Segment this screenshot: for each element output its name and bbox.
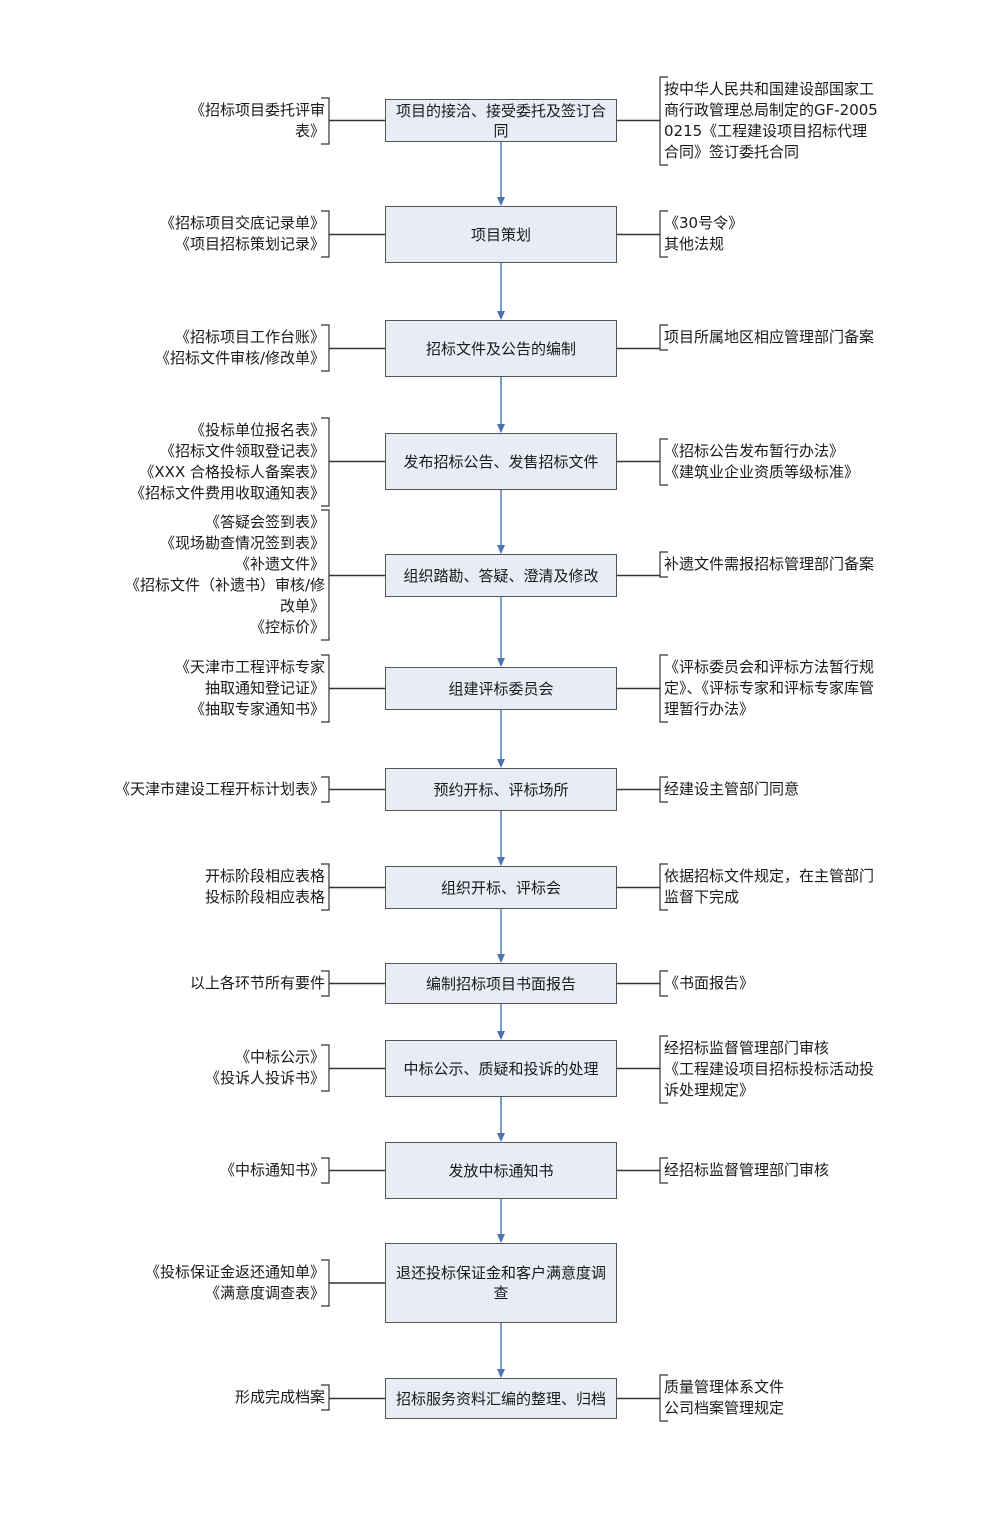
right-note-6: 《评标委员会和评标方法暂行规定》、《评标专家和评标专家库管理暂行办法》 <box>664 657 878 720</box>
left-note-line: 《招标项目交底记录单》 <box>159 214 325 232</box>
left-note-9: 以上各环节所有要件 <box>160 973 325 994</box>
left-note-line: 《招标文件领取登记表》 <box>159 442 325 460</box>
step-label-9: 编制招标项目书面报告 <box>425 974 576 993</box>
step-label-6: 组建评标委员会 <box>448 679 554 698</box>
right-note-line: 按中华人民共和国建设部国家工商行政管理总局制定的GF-20050215《工程建设… <box>664 80 878 161</box>
left-note-13: 形成完成档案 <box>170 1387 325 1408</box>
right-note-line: 《建筑业企业资质等级标准》 <box>664 463 860 481</box>
right-note-10: 经招标监督管理部门审核 《工程建设项目招标投标活动投诉处理规定》 <box>664 1038 878 1101</box>
step-label-11: 发放中标通知书 <box>448 1161 554 1180</box>
right-note-line: 经招标监督管理部门审核 <box>664 1039 830 1057</box>
right-note-line: 《评标委员会和评标方法暂行规定》、《评标专家和评标专家库管理暂行办法》 <box>664 658 875 718</box>
right-note-line: 《工程建设项目招标投标活动投诉处理规定》 <box>664 1060 875 1099</box>
right-note-line: 经建设主管部门同意 <box>664 780 800 798</box>
right-note-9: 《书面报告》 <box>664 973 864 994</box>
left-note-11: 《中标通知书》 <box>170 1160 325 1181</box>
step-box-7: 预约开标、评标场所 <box>385 768 617 811</box>
step-box-9: 编制招标项目书面报告 <box>385 963 617 1004</box>
right-note-line: 《书面报告》 <box>664 974 755 992</box>
left-bracket <box>321 1384 330 1411</box>
right-note-line: 经招标监督管理部门审核 <box>664 1161 830 1179</box>
right-note-line: 补遗文件需报招标管理部门备案 <box>664 555 875 573</box>
right-note-line: 项目所属地区相应管理部门备案 <box>664 328 875 346</box>
right-note-line: 公司档案管理规定 <box>664 1399 785 1417</box>
step-box-11: 发放中标通知书 <box>385 1142 617 1199</box>
left-note-line: 《投诉人投诉书》 <box>204 1069 325 1087</box>
left-note-line: 《答疑会签到表》 <box>204 513 325 531</box>
left-note-5: 《答疑会签到表》 《现场勘查情况签到表》 《补遗文件》 《招标文件（补遗书）审核… <box>120 512 325 638</box>
step-box-4: 发布招标公告、发售招标文件 <box>385 433 617 490</box>
step-box-3: 招标文件及公告的编制 <box>385 320 617 377</box>
left-note-line: 《满意度调查表》 <box>204 1284 325 1302</box>
step-label-7: 预约开标、评标场所 <box>433 780 569 799</box>
step-label-13: 招标服务资料汇编的整理、归档 <box>395 1389 606 1408</box>
left-note-line: 《投标保证金返还通知单》 <box>144 1263 325 1281</box>
left-note-line: 以上各环节所有要件 <box>189 974 325 992</box>
step-label-4: 发布招标公告、发售招标文件 <box>403 452 599 471</box>
step-box-12: 退还投标保证金和客户满意度调查 <box>385 1243 617 1323</box>
step-label-5: 组织踏勘、答疑、澄清及修改 <box>403 566 599 585</box>
left-note-10: 《中标公示》 《投诉人投诉书》 <box>170 1047 325 1089</box>
step-label-10: 中标公示、质疑和投诉的处理 <box>403 1059 599 1078</box>
step-label-3: 招标文件及公告的编制 <box>425 339 576 358</box>
right-note-5: 补遗文件需报招标管理部门备案 <box>664 554 876 575</box>
left-note-line: 《抽取专家通知书》 <box>189 700 325 718</box>
right-note-11: 经招标监督管理部门审核 <box>664 1160 878 1181</box>
right-note-7: 经建设主管部门同意 <box>664 779 864 800</box>
step-box-13: 招标服务资料汇编的整理、归档 <box>385 1378 617 1419</box>
left-note-line: 《现场勘查情况签到表》 <box>159 534 325 552</box>
step-box-1: 项目的接洽、接受委托及签订合同 <box>385 99 617 142</box>
left-note-line: 开标阶段相应表格 <box>204 867 325 885</box>
left-note-3: 《招标项目工作台账》 《招标文件审核/修改单》 <box>130 327 325 369</box>
left-note-line: 形成完成档案 <box>234 1388 325 1406</box>
step-label-2: 项目策划 <box>470 225 531 244</box>
step-box-8: 组织开标、评标会 <box>385 866 617 909</box>
left-note-line: 《天津市建设工程开标计划表》 <box>114 780 325 798</box>
right-bracket <box>659 1035 668 1104</box>
step-box-6: 组建评标委员会 <box>385 667 617 710</box>
right-note-3: 项目所属地区相应管理部门备案 <box>664 327 876 348</box>
right-note-line: 质量管理体系文件 <box>664 1378 785 1396</box>
right-bracket <box>659 551 668 578</box>
left-note-line: 《XXX 合格投标人备案表》 <box>139 463 325 481</box>
step-box-2: 项目策划 <box>385 206 617 263</box>
left-note-1: 《招标项目委托评审表》 <box>170 100 325 142</box>
right-note-line: 其他法规 <box>664 235 725 253</box>
step-box-10: 中标公示、质疑和投诉的处理 <box>385 1040 617 1097</box>
step-label-8: 组织开标、评标会 <box>440 878 561 897</box>
left-note-line: 《招标文件（补遗书）审核/修改单》 <box>124 576 325 615</box>
right-note-2: 《30号令》 其他法规 <box>664 213 864 255</box>
left-note-line: 《投标单位报名表》 <box>189 421 325 439</box>
right-note-13: 质量管理体系文件 公司档案管理规定 <box>664 1377 864 1419</box>
left-note-line: 《招标文件审核/修改单》 <box>154 349 325 367</box>
left-note-6: 《天津市工程评标专家抽取通知登记证》 《抽取专家通知书》 <box>170 657 325 720</box>
left-note-line: 《项目招标策划记录》 <box>174 235 325 253</box>
right-note-1: 按中华人民共和国建设部国家工商行政管理总局制定的GF-20050215《工程建设… <box>664 79 878 163</box>
left-note-line: 《中标通知书》 <box>219 1161 325 1179</box>
right-note-line: 《招标公告发布暂行办法》 <box>664 442 845 460</box>
step-label-12: 退还投标保证金和客户满意度调查 <box>395 1264 606 1302</box>
left-note-line: 《招标项目委托评审表》 <box>189 101 325 140</box>
right-note-8: 依据招标文件规定，在主管部门监督下完成 <box>664 866 878 908</box>
left-note-2: 《招标项目交底记录单》 《项目招标策划记录》 <box>130 213 325 255</box>
left-note-line: 《招标文件费用收取通知表》 <box>129 484 325 502</box>
left-note-4: 《投标单位报名表》 《招标文件领取登记表》 《XXX 合格投标人备案表》 《招标… <box>110 420 325 504</box>
right-bracket <box>659 324 668 351</box>
step-label-1: 项目的接洽、接受委托及签订合同 <box>395 101 606 140</box>
left-note-line: 《补遗文件》 <box>234 555 325 573</box>
left-note-line: 《天津市工程评标专家抽取通知登记证》 <box>174 658 325 697</box>
right-note-4: 《招标公告发布暂行办法》 《建筑业企业资质等级标准》 <box>664 441 879 483</box>
left-note-7: 《天津市建设工程开标计划表》 <box>100 779 325 800</box>
left-note-line: 《控标价》 <box>249 618 325 636</box>
left-note-line: 投标阶段相应表格 <box>204 888 325 906</box>
left-note-line: 《招标项目工作台账》 <box>174 328 325 346</box>
right-note-line: 依据招标文件规定，在主管部门监督下完成 <box>664 867 875 906</box>
left-note-8: 开标阶段相应表格 投标阶段相应表格 <box>170 866 325 908</box>
step-box-5: 组织踏勘、答疑、澄清及修改 <box>385 554 617 597</box>
left-note-12: 《投标保证金返还通知单》 《满意度调查表》 <box>120 1262 325 1304</box>
right-note-line: 《30号令》 <box>664 214 744 232</box>
left-note-line: 《中标公示》 <box>234 1048 325 1066</box>
